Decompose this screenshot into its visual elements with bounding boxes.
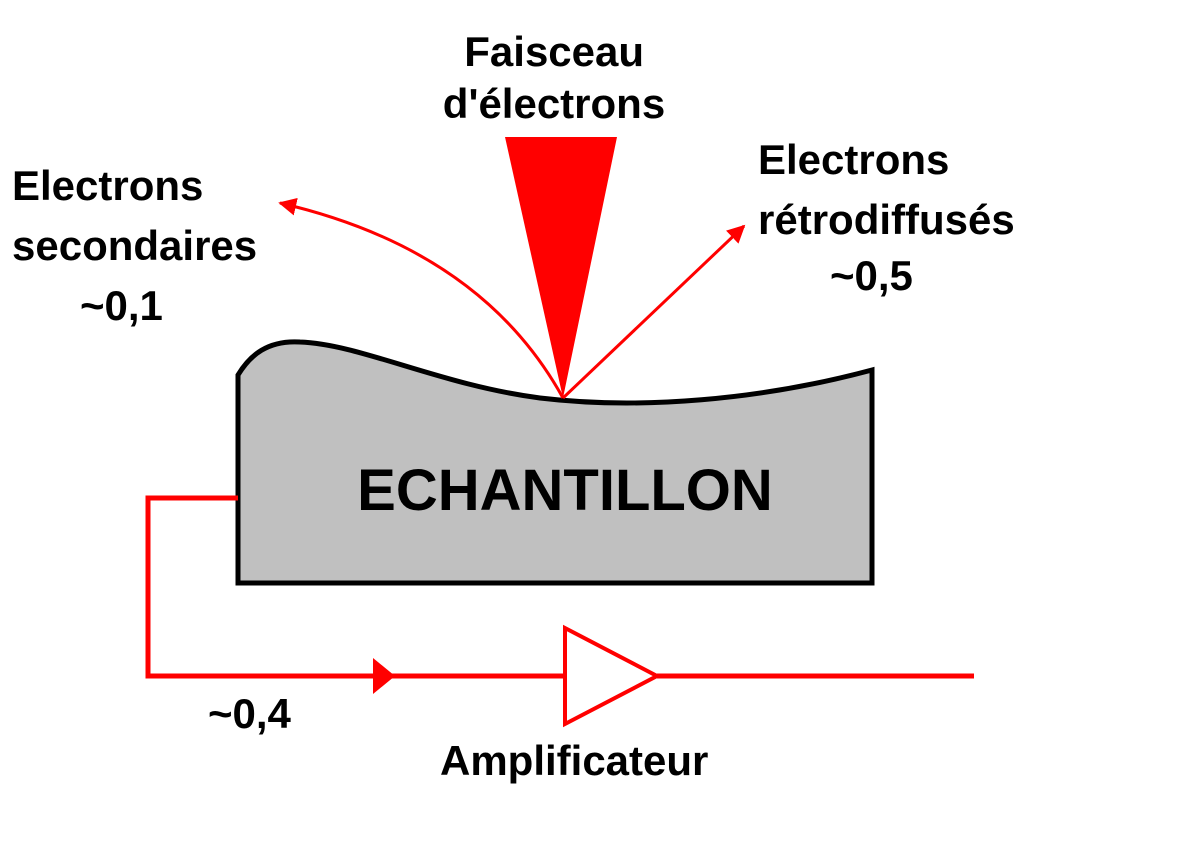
secondary-electrons-label: Electrons secondaires ~0,1 <box>12 162 269 329</box>
sample-body <box>235 339 875 586</box>
amplifier-label: Amplificateur <box>440 737 708 784</box>
backscatter-label-line-2: rétrodiffusés <box>758 196 1015 243</box>
amplifier-symbol <box>563 624 662 728</box>
sample-label: ECHANTILLON <box>357 458 773 523</box>
secondary-electrons-arrow <box>278 197 565 399</box>
secondary-label-line-2: secondaires <box>12 222 257 269</box>
backscattered-electrons-arrow <box>561 224 746 400</box>
beam-label-line-2: d'électrons <box>443 80 665 127</box>
secondary-label-line-1: Electrons <box>12 162 203 209</box>
backscatter-label-line-1: Electrons <box>758 136 949 183</box>
secondary-yield-value: ~0,1 <box>80 282 163 329</box>
backscattered-electrons-label: Electrons rétrodiffusés ~0,5 <box>758 136 1026 299</box>
sample-current-value: ~0,4 <box>208 690 292 737</box>
backscatter-yield-value: ~0,5 <box>830 252 913 299</box>
beam-label-line-1: Faisceau <box>464 28 644 75</box>
electron-beam <box>505 137 617 398</box>
current-direction-arrowhead <box>373 658 395 694</box>
beam-label: Faisceau d'électrons <box>443 28 665 127</box>
sample-current-wire <box>145 495 565 679</box>
